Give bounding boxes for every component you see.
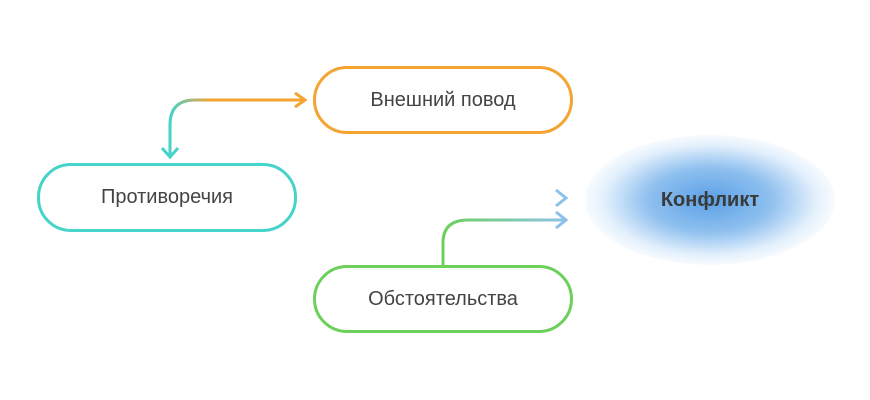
arrowhead-icon xyxy=(555,210,569,230)
arrow-circumstances-to-conflict xyxy=(441,218,566,266)
arrowhead-icon xyxy=(294,91,308,109)
conflict-glow xyxy=(585,135,835,265)
arrow-pretext-to-contradictions xyxy=(168,98,305,156)
node-conflict: Конфликт xyxy=(660,188,760,211)
node-circumstances: Обстоятельства xyxy=(313,265,573,333)
node-contradictions: Противоречия xyxy=(37,163,297,232)
arrowhead-icon xyxy=(555,188,569,208)
node-pretext: Внешний повод xyxy=(313,66,573,134)
arrowhead-icon xyxy=(160,147,180,160)
